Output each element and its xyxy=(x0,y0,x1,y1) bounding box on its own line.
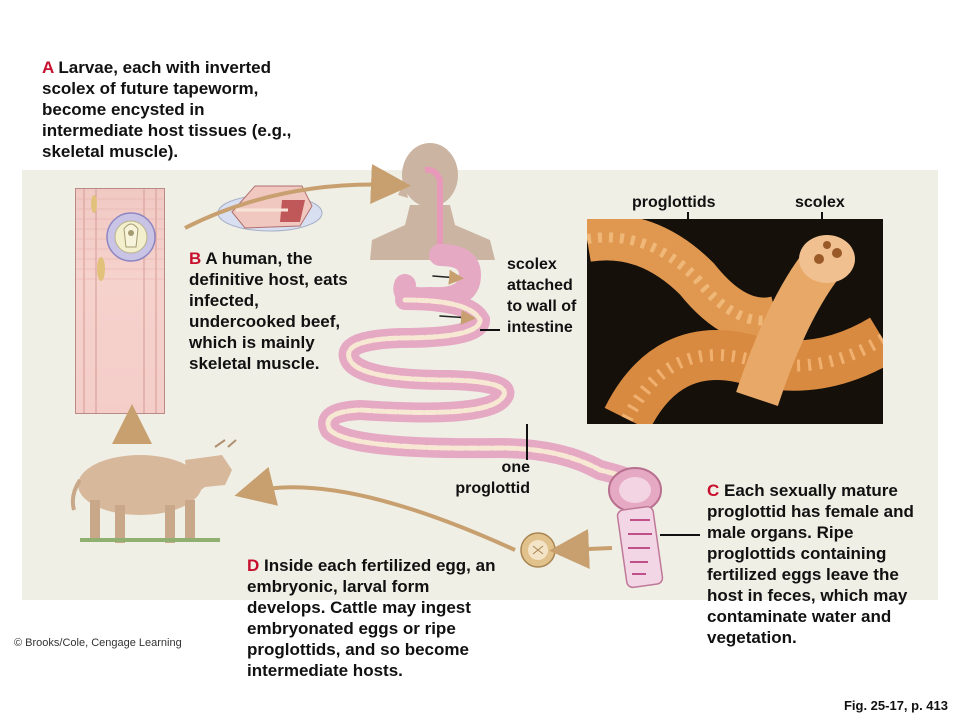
caption-c: C Each sexually mature proglottid has fe… xyxy=(707,480,939,648)
caption-b: B A human, the definitive host, eats inf… xyxy=(189,248,367,374)
copyright-credit: © Brooks/Cole, Cengage Learning xyxy=(14,637,182,649)
figure-reference: Fig. 25-17, p. 413 xyxy=(843,698,948,713)
human-silhouette-illustration xyxy=(370,143,495,260)
intestine-illustration xyxy=(318,244,662,513)
one-proglottid-label: one proglottid xyxy=(455,459,530,497)
muscle-tissue-illustration xyxy=(75,188,165,414)
caption-a: A Larvae, each with inverted scolex of f… xyxy=(42,57,302,162)
scolex-label: scolex xyxy=(795,194,845,211)
caption-c-letter: C xyxy=(707,481,720,500)
caption-b-text: A human, the definitive host, eats infec… xyxy=(189,249,348,373)
ripe-proglottid-illustration xyxy=(616,505,664,589)
caption-d-letter: D xyxy=(247,556,260,575)
cycle-arrows xyxy=(112,163,613,569)
scolex-attached-label: scolex attached to wall of intestine xyxy=(507,256,577,336)
embryonated-egg-illustration xyxy=(520,532,556,568)
caption-b-letter: B xyxy=(189,249,202,268)
tapeworm-photo xyxy=(587,219,883,424)
proglottids-label: proglottids xyxy=(632,194,716,211)
caption-a-letter: A xyxy=(42,58,54,77)
cow-illustration xyxy=(70,439,237,543)
caption-d: D Inside each fertilized egg, an embryon… xyxy=(247,555,505,681)
caption-c-text: Each sexually mature proglottid has fema… xyxy=(707,481,914,647)
caption-a-text: Larvae, each with inverted scolex of fut… xyxy=(42,58,292,161)
caption-d-text: Inside each fertilized egg, an embryonic… xyxy=(247,556,496,680)
